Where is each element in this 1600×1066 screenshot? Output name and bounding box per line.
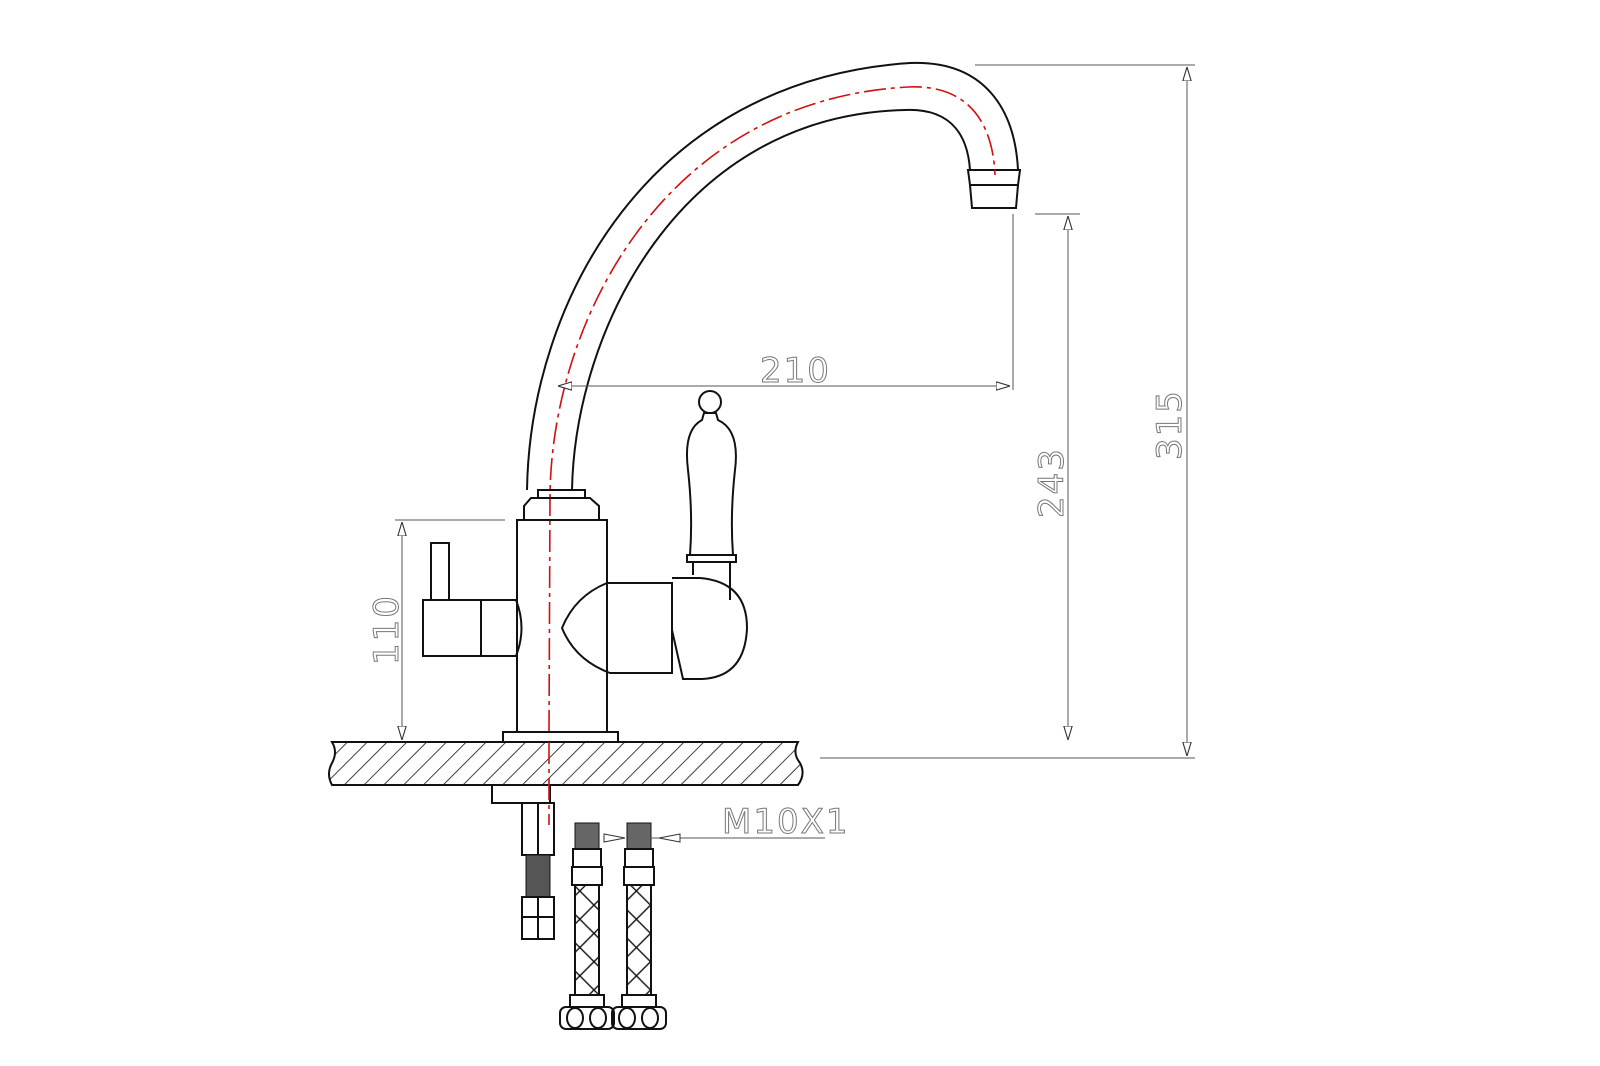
dim-thread-label: M10X1 [722, 802, 850, 842]
countertop [328, 741, 804, 786]
spout [526, 61, 1022, 733]
supply-fittings [491, 742, 667, 1030]
hose-left [559, 822, 615, 1030]
dim-body-height-label: 110 [367, 594, 407, 665]
hose-right [611, 822, 667, 1030]
dim-total-height-label: 315 [1150, 389, 1190, 460]
dim-reach-label: 210 [760, 351, 831, 391]
faucet-body [422, 390, 749, 743]
centerline [548, 86, 996, 733]
dim-spout-height-label: 243 [1032, 447, 1072, 518]
dimensions [395, 64, 1195, 843]
